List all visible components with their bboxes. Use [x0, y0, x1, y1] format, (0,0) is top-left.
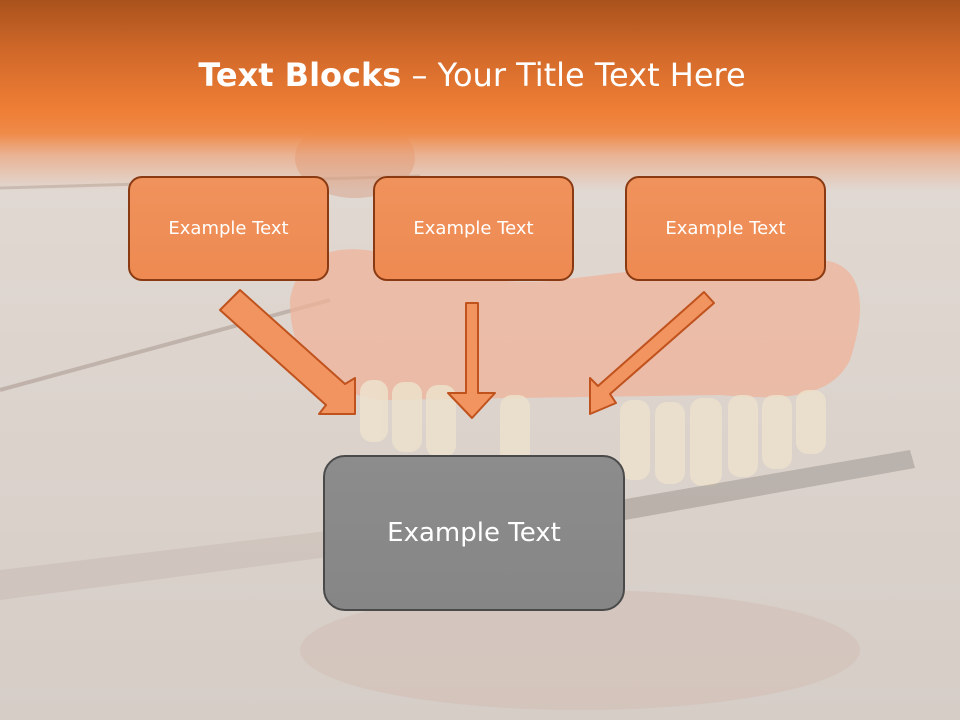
text-block-1[interactable]: Example Text	[128, 176, 329, 281]
header-band	[0, 0, 960, 190]
title-rest: Your Title Text Here	[437, 56, 746, 94]
title-dash: –	[401, 56, 438, 94]
background-instrument-tip	[620, 450, 915, 520]
text-block-3[interactable]: Example Text	[625, 176, 826, 281]
background-probe	[0, 298, 331, 392]
title-bold-part: Text Blocks	[198, 56, 402, 94]
background-instrument	[0, 520, 420, 600]
main-text-block[interactable]: Example Text	[323, 455, 625, 611]
page-title: Text Blocks – Your Title Text Here	[0, 52, 944, 98]
background-denture-gum	[290, 249, 860, 400]
background-reflection	[300, 590, 860, 710]
background-teeth	[360, 380, 826, 486]
text-block-2[interactable]: Example Text	[373, 176, 574, 281]
